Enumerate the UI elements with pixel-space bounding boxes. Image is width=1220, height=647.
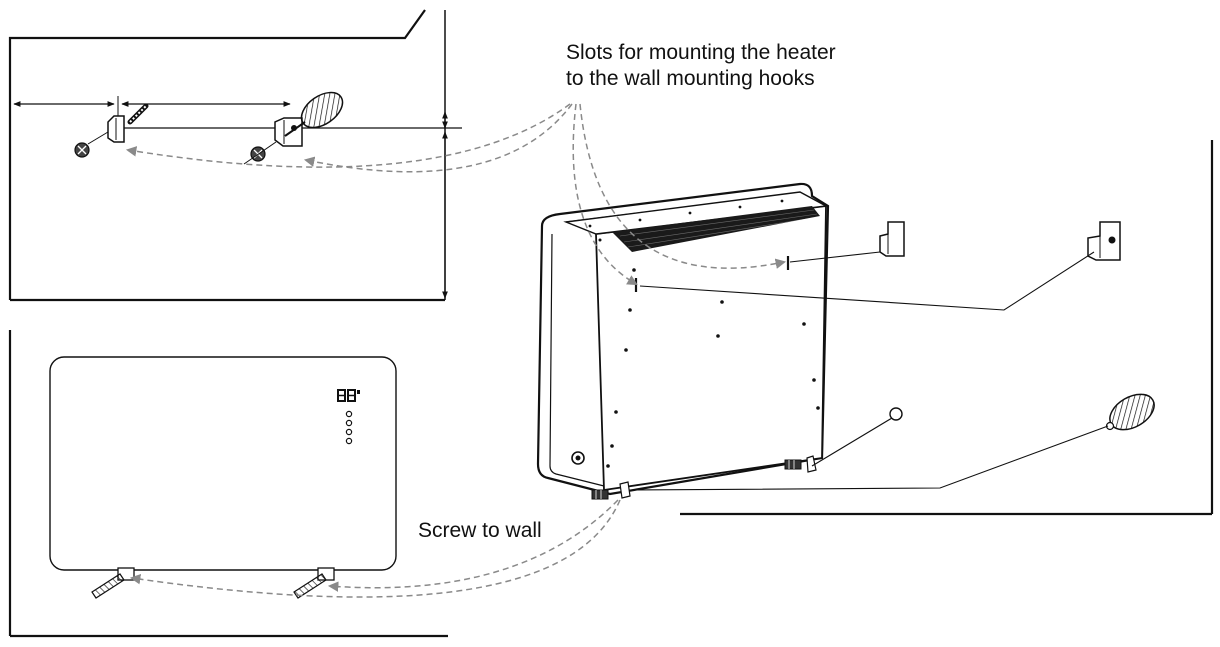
mounting-hook-icon [107, 115, 125, 143]
dashed-arrows [125, 103, 787, 598]
screwdriver-icon [284, 91, 344, 137]
wall-plug-icon [127, 103, 149, 125]
control-buttons [345, 410, 353, 445]
display-icon [337, 389, 360, 402]
heater-front-body [49, 356, 397, 571]
air-grille [612, 206, 820, 252]
wall-measurement-panel [8, 9, 462, 302]
wall-anchor-icon [91, 567, 135, 599]
screw-icon [591, 481, 631, 500]
slots-callout-line1: Slots for mounting the heater [566, 41, 836, 64]
wall-anchor-icon [293, 567, 335, 599]
screw-icon [74, 131, 109, 158]
screw-icon [784, 455, 817, 473]
wall-plug-icon [889, 407, 903, 421]
slots-callout: Slots for mounting the heater to the wal… [566, 40, 836, 92]
heater-rear-view [536, 182, 830, 500]
screw-to-wall-label: Screw to wall [418, 519, 542, 542]
control-button-icon [345, 410, 353, 418]
mounting-hook-icon [879, 221, 905, 257]
wall-corner [680, 140, 1214, 516]
control-button-icon [345, 428, 353, 436]
control-button-icon [345, 437, 353, 445]
mounting-hook-icon [274, 117, 303, 147]
heater-front-panel [8, 330, 448, 638]
body-rivets [598, 238, 820, 468]
screwdriver-icon [1105, 393, 1155, 431]
screw-icon [243, 141, 277, 165]
slots-callout-line2: to the wall mounting hooks [566, 67, 815, 90]
leader-lines [629, 251, 1109, 491]
mounting-hook-icon [1087, 221, 1121, 261]
horizontal-dimension [13, 96, 291, 116]
control-button-icon [345, 419, 353, 427]
